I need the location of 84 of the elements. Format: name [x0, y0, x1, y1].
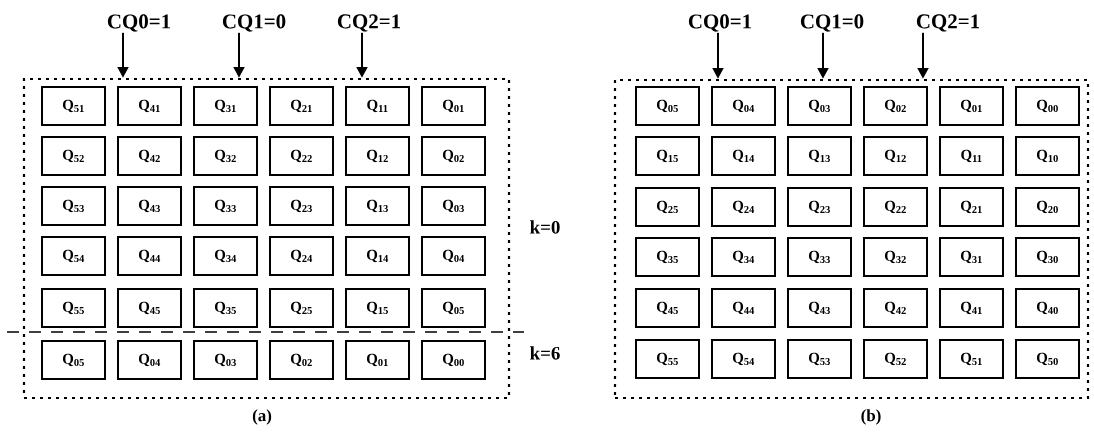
register-box: Q$_{10}$: [1015, 136, 1080, 176]
register-box: Q$_{05}$: [41, 340, 106, 380]
register-box: Q$_{23}$: [269, 186, 334, 226]
register-box: Q$_{41}$: [117, 86, 182, 126]
panel-caption: (a): [252, 409, 272, 425]
register-box: Q$_{12}$: [345, 136, 410, 176]
register-box: Q$_{13}$: [345, 186, 410, 226]
register-box: Q$_{21}$: [939, 187, 1004, 227]
register-box: Q$_{05}$: [421, 288, 486, 328]
register-box: Q$_{03}$: [193, 340, 258, 380]
control-label: CQ0=1: [688, 14, 752, 32]
register-box: Q$_{44}$: [711, 288, 776, 328]
register-box: Q$_{43}$: [117, 186, 182, 226]
register-box: Q$_{01}$: [939, 86, 1004, 126]
control-label: CQ1=0: [222, 14, 286, 32]
register-box: Q$_{25}$: [635, 187, 700, 227]
register-box: Q$_{11}$: [345, 86, 410, 126]
register-box: Q$_{03}$: [421, 186, 486, 226]
register-box: Q$_{15}$: [635, 136, 700, 176]
register-box: Q$_{52}$: [41, 136, 106, 176]
register-box: Q$_{11}$: [939, 136, 1004, 176]
register-box: Q$_{20}$: [1015, 187, 1080, 227]
control-label: CQ2=1: [337, 14, 401, 32]
register-box: Q$_{01}$: [345, 340, 410, 380]
register-box: Q$_{23}$: [787, 187, 852, 227]
register-box: Q$_{32}$: [193, 136, 258, 176]
register-box: Q$_{44}$: [117, 236, 182, 276]
register-box: Q$_{24}$: [711, 187, 776, 227]
register-box: Q$_{45}$: [117, 288, 182, 328]
register-box: Q$_{04}$: [117, 340, 182, 380]
register-box: Q$_{34}$: [711, 237, 776, 277]
boundary-label: k=6: [530, 346, 560, 360]
register-box: Q$_{02}$: [863, 86, 928, 126]
register-box: Q$_{00}$: [1015, 86, 1080, 126]
register-box: Q$_{14}$: [711, 136, 776, 176]
register-box: Q$_{21}$: [269, 86, 334, 126]
register-box: Q$_{24}$: [269, 236, 334, 276]
register-box: Q$_{00}$: [421, 340, 486, 380]
register-box: Q$_{34}$: [193, 236, 258, 276]
dotted-frame: [613, 78, 1090, 400]
control-label: CQ0=1: [107, 14, 171, 32]
register-box: Q$_{02}$: [421, 136, 486, 176]
register-box: Q$_{33}$: [787, 237, 852, 277]
register-box: Q$_{02}$: [269, 340, 334, 380]
panel-caption: (b): [861, 409, 881, 425]
register-box: Q$_{04}$: [711, 86, 776, 126]
register-box: Q$_{45}$: [635, 288, 700, 328]
register-box: Q$_{35}$: [635, 237, 700, 277]
register-box: Q$_{25}$: [269, 288, 334, 328]
register-box: Q$_{01}$: [421, 86, 486, 126]
register-box: Q$_{33}$: [193, 186, 258, 226]
register-box: Q$_{31}$: [939, 237, 1004, 277]
register-box: Q$_{30}$: [1015, 237, 1080, 277]
register-box: Q$_{55}$: [41, 288, 106, 328]
register-box: Q$_{32}$: [863, 237, 928, 277]
register-box: Q$_{22}$: [269, 136, 334, 176]
register-box: Q$_{35}$: [193, 288, 258, 328]
register-box: Q$_{04}$: [421, 236, 486, 276]
register-box: Q$_{53}$: [787, 339, 852, 379]
register-box: Q$_{12}$: [863, 136, 928, 176]
register-box: Q$_{43}$: [787, 288, 852, 328]
register-box: Q$_{14}$: [345, 236, 410, 276]
register-box: Q$_{05}$: [635, 86, 700, 126]
control-label: CQ2=1: [916, 14, 980, 32]
register-box: Q$_{22}$: [863, 187, 928, 227]
register-box: Q$_{13}$: [787, 136, 852, 176]
register-box: Q$_{54}$: [711, 339, 776, 379]
register-box: Q$_{55}$: [635, 339, 700, 379]
boundary-label: k=0: [530, 220, 560, 234]
register-box: Q$_{41}$: [939, 288, 1004, 328]
register-box: Q$_{53}$: [41, 186, 106, 226]
register-box: Q$_{31}$: [193, 86, 258, 126]
register-box: Q$_{42}$: [863, 288, 928, 328]
register-box: Q$_{40}$: [1015, 288, 1080, 328]
dotted-frame: [22, 77, 511, 400]
register-box: Q$_{03}$: [787, 86, 852, 126]
register-box: Q$_{42}$: [117, 136, 182, 176]
register-box: Q$_{50}$: [1015, 339, 1080, 379]
register-box: Q$_{54}$: [41, 236, 106, 276]
register-box: Q$_{51}$: [939, 339, 1004, 379]
register-box: Q$_{51}$: [41, 86, 106, 126]
register-box: Q$_{15}$: [345, 288, 410, 328]
control-label: CQ1=0: [800, 14, 864, 32]
register-box: Q$_{52}$: [863, 339, 928, 379]
